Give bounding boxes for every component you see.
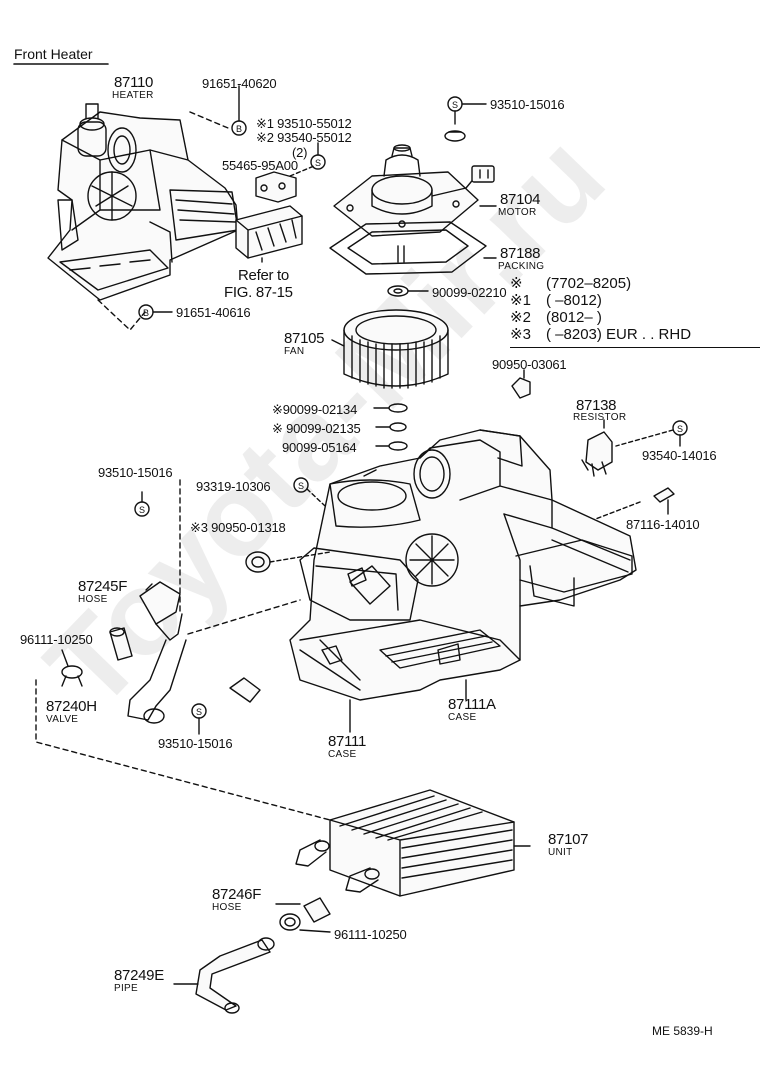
blower-fan-drawing	[331, 309, 449, 389]
grommet-part-number: ※3 90950-01318	[190, 520, 286, 535]
page-title: Front Heater	[14, 46, 93, 62]
bolt-top-part-number: 91651-40620	[202, 76, 277, 91]
nut-02210-part-number: 90099-02210	[432, 285, 507, 300]
svg-text:S: S	[139, 505, 145, 515]
svg-text:B: B	[143, 308, 149, 318]
hose-f-part-name: HOSE	[78, 594, 108, 605]
diagram-code: ME 5839-H	[652, 1024, 713, 1038]
bolt-bottom-part-number: 91651-40616	[176, 305, 251, 320]
bracket-14010-part-number: 87116-14010	[626, 517, 700, 532]
case-part-name: CASE	[328, 749, 357, 760]
screw-a2-part-number: ※2 93540-55012	[256, 130, 352, 145]
clamp-lower-part-number: 96111-10250	[334, 927, 407, 942]
svg-text:S: S	[677, 424, 683, 434]
heater-unit-drawing	[295, 789, 531, 897]
air-duct-drawing	[235, 205, 303, 259]
hose-f2-part-name: HOSE	[212, 902, 242, 913]
svg-text:B: B	[236, 124, 242, 134]
note-row: ※(7702–8205)	[510, 275, 632, 292]
packing-part-name: PACKING	[498, 261, 545, 272]
svg-text:S: S	[452, 100, 458, 110]
note-row: ※3( –8203) EUR . . RHD	[510, 326, 692, 343]
case-a-part-name: CASE	[448, 712, 477, 723]
screw-resistor-part-number: 93540-14016	[642, 448, 717, 463]
svg-text:S: S	[315, 158, 321, 168]
washer-05164-part-number: 90099-05164	[282, 440, 357, 455]
washer-02134-part-number: ※90099-02134	[272, 402, 358, 417]
pipe-drawing	[173, 937, 275, 1014]
refer-line-1: Refer to	[238, 267, 289, 284]
pipe-part-number: 87249E	[114, 967, 164, 984]
fan-part-name: FAN	[284, 346, 305, 357]
heater-part-number: 87110	[114, 74, 154, 91]
washer-02135-part-number: ※ 90099-02135	[272, 421, 361, 436]
packing-part-number: 87188	[500, 245, 541, 262]
svg-text:S: S	[298, 481, 304, 491]
heater-part-name: HEATER	[112, 90, 154, 101]
note-row: ※2(8012– )	[510, 309, 602, 326]
valve-part-number: 87240H	[46, 698, 97, 715]
clip-03061-part-number: 90950-03061	[492, 357, 567, 372]
screw-a-quantity: (2)	[292, 145, 308, 160]
hose-f-part-number: 87245F	[78, 578, 128, 595]
case-part-number: 87111	[328, 733, 366, 750]
screw-a1-part-number: ※1 93510-55012	[256, 116, 352, 131]
packing-drawing	[329, 221, 497, 275]
unit-part-number: 87107	[548, 831, 589, 848]
valve-part-name: VALVE	[46, 714, 79, 725]
resistor-part-number: 87138	[576, 397, 617, 414]
screw-hose-top-part-number: 93510-15016	[98, 465, 173, 480]
pipe-part-name: PIPE	[114, 983, 138, 994]
fan-part-number: 87105	[284, 330, 325, 347]
resistor-drawing	[581, 419, 613, 477]
resistor-part-name: RESISTOR	[573, 412, 627, 423]
hose-f2-part-number: 87246F	[212, 886, 262, 903]
screw-valve-part-number: 93510-15016	[158, 736, 233, 751]
svg-text:S: S	[196, 707, 202, 717]
blower-motor-drawing	[333, 144, 497, 237]
year-notes-table: ※(7702–8205) ※1( –8012) ※2(8012– ) ※3( –…	[510, 275, 760, 348]
clamp-upper-part-number: 96111-10250	[20, 632, 93, 647]
note-row: ※1( –8012)	[510, 292, 602, 309]
refer-line-2: FIG. 87-15	[224, 284, 293, 301]
unit-part-name: UNIT	[548, 847, 573, 858]
screw-motor-part-number: 93510-15016	[490, 97, 565, 112]
lower-hose-drawing	[275, 897, 331, 933]
screw-10306-part-number: 93319-10306	[196, 479, 271, 494]
clip-55465-part-number: 55465-95A00	[222, 158, 298, 173]
motor-part-name: MOTOR	[498, 207, 537, 218]
case-a-part-number: 87111A	[448, 696, 496, 713]
valve-hose-drawing	[109, 581, 301, 724]
motor-part-number: 87104	[500, 191, 541, 208]
heater-case-drawing	[289, 429, 637, 701]
heater-assembly-drawing	[47, 103, 239, 301]
